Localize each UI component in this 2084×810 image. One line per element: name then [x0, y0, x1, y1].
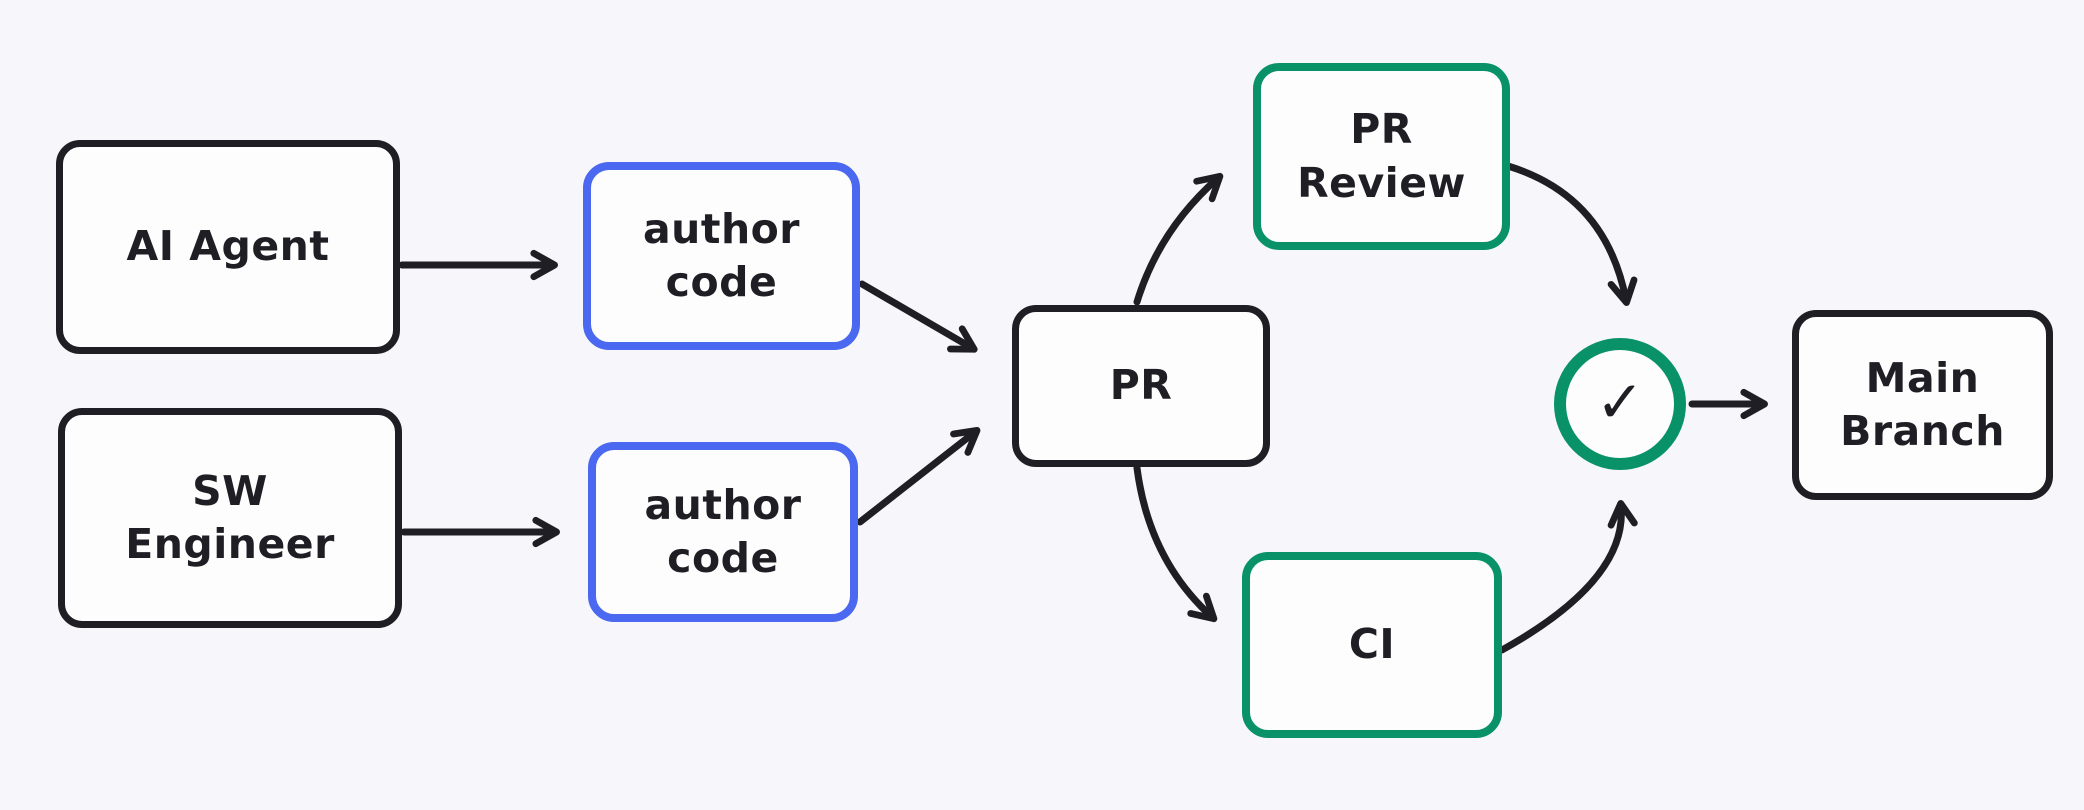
- main-branch-label-line1: Main: [1865, 353, 1980, 402]
- node-main-branch: Main Branch: [1792, 310, 2053, 500]
- author-code-bottom-label-line1: author: [644, 480, 802, 529]
- author-code-bottom-label-line2: code: [667, 534, 779, 582]
- check-icon: ✓: [1595, 368, 1645, 436]
- node-sw-engineer: SW Engineer: [58, 408, 402, 628]
- node-approval-check: ✓: [1554, 338, 1686, 470]
- edge-ci-to-check: [1498, 500, 1638, 654]
- edge-author-code-bottom-to-pr: [856, 427, 981, 526]
- edge-pr-to-ci: [1133, 464, 1218, 623]
- pr-review-label-line1: PR: [1350, 105, 1413, 154]
- pr-review-label-line2: Review: [1297, 158, 1466, 207]
- ai-agent-label: AI Agent: [126, 222, 330, 271]
- ci-label: CI: [1348, 620, 1396, 669]
- edge-author-code-top-to-pr: [858, 280, 978, 353]
- node-pr-review: PR Review: [1253, 63, 1510, 250]
- author-code-top-label-line2: code: [665, 258, 778, 306]
- main-branch-label-line2: Branch: [1840, 407, 2005, 455]
- sw-engineer-label-line1: SW: [192, 466, 268, 515]
- node-author-code-bottom: author code: [588, 442, 858, 622]
- pr-label: PR: [1109, 361, 1173, 410]
- node-ci: CI: [1242, 552, 1502, 738]
- sw-engineer-label-line2: Engineer: [125, 520, 335, 568]
- node-pr: PR: [1012, 305, 1270, 467]
- edge-pr-review-to-check: [1504, 162, 1638, 306]
- edge-pr-to-pr-review: [1133, 172, 1224, 306]
- author-code-top-label-line1: author: [642, 204, 801, 253]
- node-ai-agent: AI Agent: [56, 140, 400, 354]
- node-author-code-top: author code: [583, 162, 860, 350]
